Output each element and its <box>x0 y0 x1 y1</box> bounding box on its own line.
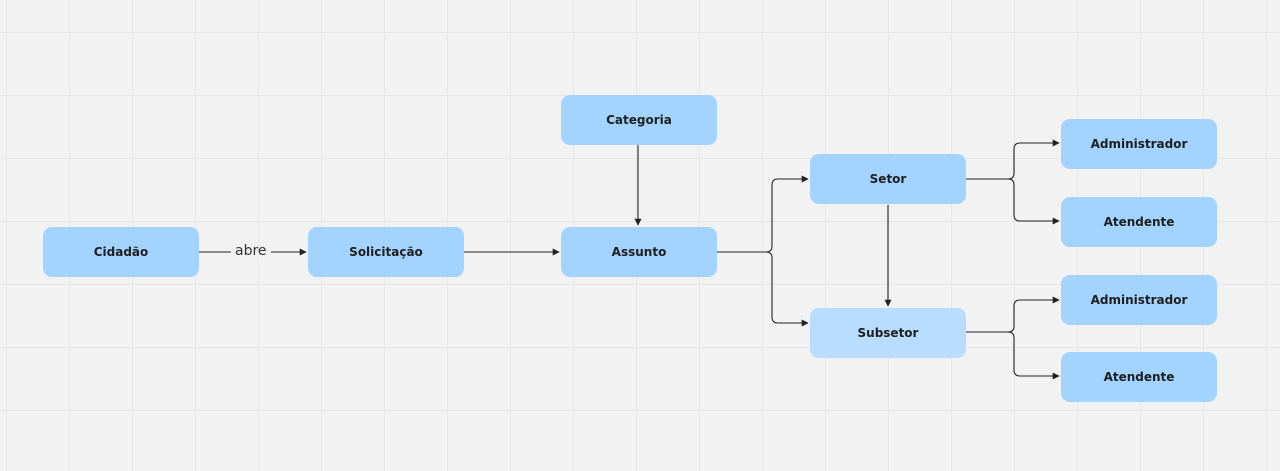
node-cidadao[interactable]: Cidadão <box>43 227 199 277</box>
connector-assunto-setor[interactable] <box>716 175 809 253</box>
edge-label-abre: abre <box>231 242 271 260</box>
node-atendente-setor[interactable]: Atendente <box>1061 197 1217 247</box>
node-subsetor[interactable]: Subsetor <box>810 308 966 358</box>
connector-assunto-subsetor[interactable] <box>716 251 809 327</box>
node-administrador-setor[interactable]: Administrador <box>1061 119 1217 169</box>
connector-setor-atendente[interactable] <box>966 178 1060 225</box>
node-assunto[interactable]: Assunto <box>561 227 717 277</box>
connector-subsetor-administrador[interactable] <box>966 296 1060 333</box>
node-atendente-subsetor[interactable]: Atendente <box>1061 352 1217 402</box>
connector-setor-administrador[interactable] <box>966 139 1060 180</box>
node-categoria[interactable]: Categoria <box>561 95 717 145</box>
node-administrador-subsetor[interactable]: Administrador <box>1061 275 1217 325</box>
node-setor[interactable]: Setor <box>810 154 966 204</box>
node-solicitacao[interactable]: Solicitação <box>308 227 464 277</box>
connector-subsetor-atendente[interactable] <box>966 331 1060 380</box>
